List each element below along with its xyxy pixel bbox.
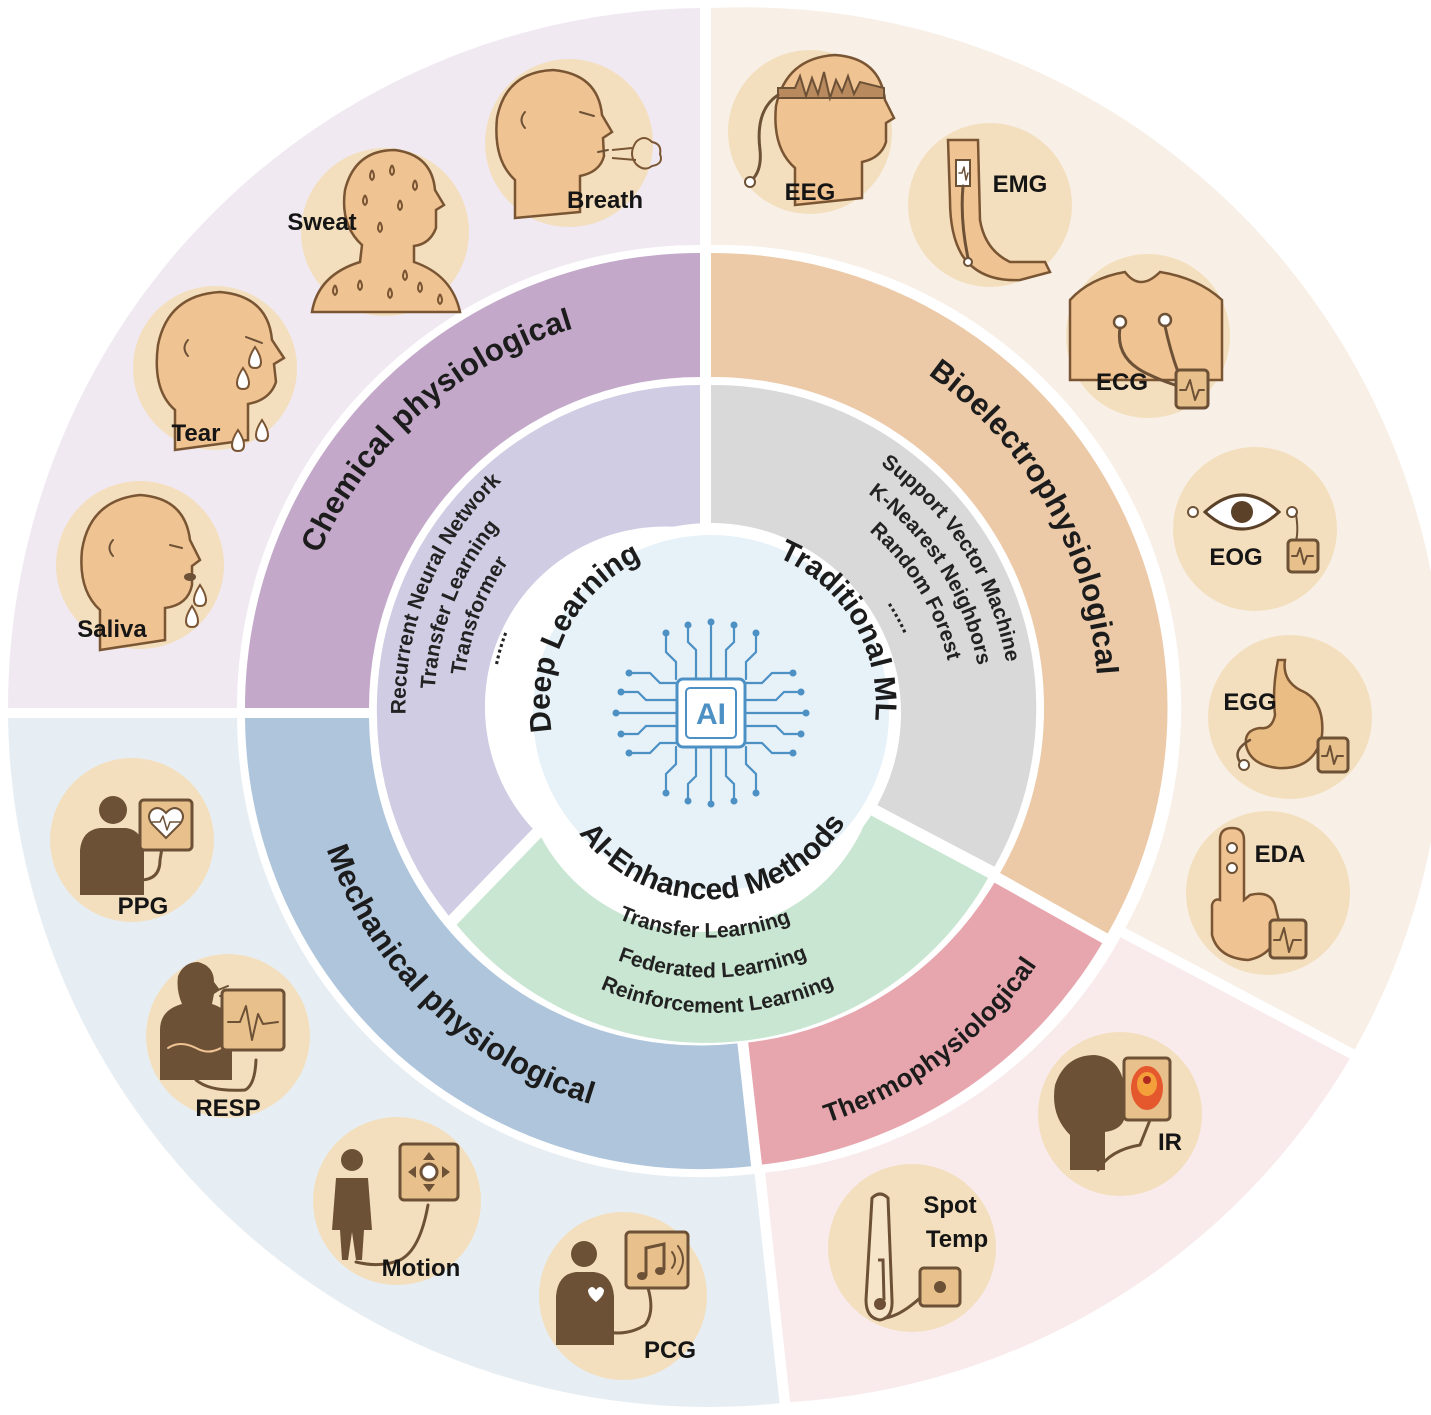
spot-temp-label-line2: Temp bbox=[926, 1226, 988, 1253]
thermometer-icon bbox=[864, 1192, 962, 1322]
motion-label: Motion bbox=[382, 1255, 461, 1282]
resp-label: RESP bbox=[195, 1095, 260, 1122]
saliva-label: Saliva bbox=[77, 616, 147, 643]
category-ring bbox=[245, 252, 1168, 1170]
tear-label: Tear bbox=[172, 420, 221, 447]
pcg-label: PCG bbox=[644, 1337, 696, 1364]
egg-signal: EGG bbox=[1208, 635, 1372, 799]
sweat-signal: Sweat bbox=[287, 148, 469, 316]
egg-stomach-icon bbox=[1236, 658, 1350, 774]
bioelectro-ring-segment bbox=[711, 252, 1168, 934]
eda-label: EDA bbox=[1255, 841, 1306, 868]
breath-label: Breath bbox=[567, 187, 643, 214]
emg-signal: EMG bbox=[908, 123, 1072, 287]
eeg-signal: EEG bbox=[728, 50, 896, 214]
saliva-signal: Saliva bbox=[56, 481, 224, 652]
ai-chip-icon bbox=[617, 623, 805, 803]
breath-signal: Breath bbox=[485, 59, 662, 227]
emg-label: EMG bbox=[993, 171, 1048, 198]
eog-signal: EOG bbox=[1173, 447, 1337, 611]
spot-temp-label-line1: Spot bbox=[923, 1192, 976, 1219]
emg-arm-icon bbox=[946, 138, 1052, 282]
resp-signal: RESP bbox=[146, 954, 310, 1122]
ir-label: IR bbox=[1158, 1129, 1182, 1156]
pcg-person-icon bbox=[556, 1230, 690, 1345]
ppg-person-icon bbox=[80, 796, 194, 895]
method-sectors bbox=[376, 384, 1037, 1043]
eda-signal: EDA bbox=[1186, 811, 1350, 975]
ir-head-icon bbox=[1054, 1055, 1172, 1172]
chip-label: AI bbox=[696, 698, 726, 731]
ecg-label: ECG bbox=[1096, 369, 1148, 396]
breath-face-icon bbox=[495, 68, 662, 220]
deep-learning-sector bbox=[376, 384, 700, 916]
ai-enhanced-sector bbox=[456, 814, 989, 1043]
ir-signal: IR bbox=[1038, 1032, 1202, 1196]
ppg-label: PPG bbox=[118, 893, 169, 920]
eeg-label: EEG bbox=[785, 179, 836, 206]
motion-person-icon bbox=[332, 1142, 460, 1267]
eog-eye-icon bbox=[1187, 493, 1320, 574]
sweat-drops-icon bbox=[332, 164, 443, 306]
ecg-signal: ECG bbox=[1066, 254, 1230, 418]
tear-face-icon bbox=[155, 290, 286, 453]
traditional-ml-sector bbox=[711, 384, 1037, 867]
eeg-head-icon bbox=[744, 53, 896, 207]
pcg-signal: PCG bbox=[539, 1212, 707, 1380]
chemical-ring-segment bbox=[245, 253, 700, 708]
eda-hand-icon bbox=[1210, 826, 1308, 962]
egg-label: EGG bbox=[1223, 689, 1276, 716]
eog-label: EOG bbox=[1209, 544, 1262, 571]
saliva-face-icon bbox=[80, 493, 208, 652]
sweat-body-icon bbox=[310, 148, 462, 314]
spot-temp-signal: Spot Temp bbox=[828, 1164, 996, 1332]
resp-person-icon bbox=[160, 962, 286, 1092]
thermo-ring-segment bbox=[748, 882, 1103, 1165]
sweat-label: Sweat bbox=[287, 209, 356, 236]
chip-pads bbox=[612, 618, 810, 808]
breath-puff-icon bbox=[611, 137, 662, 170]
tear-signal: Tear bbox=[133, 286, 297, 453]
mechanical-ring-segment bbox=[245, 718, 752, 1170]
motion-signal: Motion bbox=[313, 1117, 481, 1285]
ecg-torso-icon bbox=[1068, 270, 1224, 410]
ppg-signal: PPG bbox=[50, 758, 214, 922]
